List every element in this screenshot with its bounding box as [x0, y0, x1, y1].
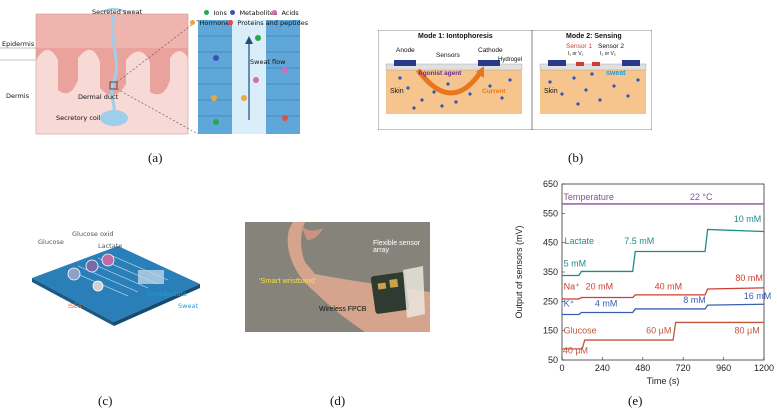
skin-label-2: Skin [544, 88, 558, 95]
series-name-4: K⁺ [564, 299, 575, 309]
legend-metabolites: Metabolites [230, 2, 277, 20]
sensor1-label: Sensor 1 [566, 43, 593, 50]
dermis-label: Dermis [6, 92, 30, 100]
data-label-4-0: 40 µM [563, 346, 588, 356]
dermal-duct-label: Dermal duct [78, 93, 119, 101]
ions-dot-icon [204, 10, 209, 15]
y-tick-label: 650 [543, 179, 558, 189]
data-label-2-0: 20 mM [586, 282, 614, 292]
glucose-ox-label-c: Glucose oxid [72, 230, 114, 238]
x-tick-label: 960 [716, 363, 731, 373]
hormones-dot-icon [190, 20, 195, 25]
x-tick-label: 240 [595, 363, 610, 373]
panel-c-illustration [32, 246, 200, 326]
proteins-dot-icon [228, 20, 233, 25]
caption-a: (a) [148, 150, 163, 165]
secreted-sweat-label: Secreted sweat [92, 8, 143, 16]
caption-e: (e) [628, 393, 643, 408]
legend-acids: Acids [272, 2, 299, 20]
data-label-4-2: 80 µM [735, 326, 760, 336]
series-line-2 [562, 287, 765, 300]
glucose-label-c: Glucose [38, 238, 64, 246]
x-tick-label: 0 [559, 363, 564, 373]
caption-c: (c) [98, 393, 113, 408]
sweat-label-b: sweat [606, 70, 626, 77]
wrist-photo [245, 222, 430, 332]
metabolites-dot-icon [230, 10, 235, 15]
legend-ions-label: Ions [213, 9, 227, 17]
mode2-title: Mode 2: Sensing [566, 33, 622, 40]
series-name-1: 22 °C [690, 192, 713, 202]
y-tick-label: 50 [548, 355, 558, 365]
secretory-coil-label: Secretory coil [56, 114, 101, 122]
sweat-flow-label: Sweat flow [250, 58, 286, 66]
epidermis-label: Epidermis [2, 40, 35, 48]
x-tick-label: 480 [635, 363, 650, 373]
y-axis-label: Output of sensors (mV) [514, 225, 524, 318]
series-name-3: Na⁺ [564, 282, 581, 292]
data-label-4-1: 60 µM [646, 326, 671, 336]
data-label-3-2: 16 mM [744, 291, 772, 301]
acids-dot-icon [272, 10, 277, 15]
panel-a: Ions Metabolites Acids Hormones Proteins… [0, 0, 320, 140]
data-label-3-0: 4 mM [595, 299, 618, 309]
sensor2-label: Sensor 2 [598, 43, 625, 50]
i2-label: I₂ or V₂ [600, 51, 616, 57]
lactate-label-c: Lactate [98, 242, 123, 250]
i1-label: I₁ or V₁ [568, 51, 584, 57]
data-label-1-2: 10 mM [734, 214, 762, 224]
current-label: Current [482, 88, 506, 95]
mode1-title: Mode 1: Iontophoresis [418, 33, 493, 40]
caption-d: (d) [330, 393, 346, 408]
panel-b-illustration [377, 29, 653, 131]
y-tick-label: 350 [543, 267, 558, 277]
y-tick-label: 150 [543, 326, 558, 336]
sensors-label: Sensors [436, 52, 460, 59]
x-axis-label: Time (s) [647, 376, 680, 386]
y-tick-label: 550 [543, 208, 558, 218]
data-label-2-1: 40 mM [655, 282, 683, 292]
panel-b: Mode 1: Iontophoresis Mode 2: Sensing An… [377, 29, 653, 131]
legend-acids-label: Acids [281, 9, 299, 17]
temperature-label-c: Temperature [146, 290, 188, 298]
cathode-label: Cathode [478, 47, 503, 54]
sweat-label-c: Sweat [178, 302, 198, 310]
series-line-4 [562, 321, 764, 350]
panel-c: Glucose Glucose oxid Lactate ISEs Temper… [28, 218, 204, 328]
fpcb-label: Wireless FPCB [319, 306, 367, 313]
x-tick-label: 1200 [754, 363, 774, 373]
y-tick-label: 250 [543, 296, 558, 306]
ises-label-c: ISEs [68, 302, 82, 310]
legend-proteins: Proteins and peptides [228, 12, 308, 30]
skin-label-1: Skin [390, 88, 404, 95]
data-label-1-0: 5 mM [564, 259, 587, 269]
panel-d: Flexible sensor array 'Smart wristband' … [245, 222, 430, 332]
y-tick-label: 450 [543, 238, 558, 248]
legend-metabolites-label: Metabolites [239, 9, 278, 17]
hydrogel-label: Hydrogel [498, 57, 523, 63]
data-label-3-1: 8 mM [683, 295, 706, 305]
series-line-1 [562, 228, 765, 277]
panel-a-illustration [0, 8, 300, 135]
series-line-3 [562, 303, 765, 316]
series-name-0: Temperature [563, 192, 614, 202]
anode-label: Anode [396, 47, 415, 54]
series-name-5: Glucose [564, 326, 597, 336]
legend-hormones-label: Hormones [199, 19, 233, 27]
data-label-1-1: 7.5 mM [624, 236, 654, 246]
agonist-label: Agonist agent [418, 70, 462, 77]
smart-wristband-label: 'Smart wristband' [259, 276, 317, 285]
caption-b: (b) [568, 150, 584, 165]
flexible-sensor-label: Flexible sensor array [373, 240, 421, 254]
x-tick-label: 720 [676, 363, 691, 373]
legend-ions: Ions [204, 2, 227, 20]
legend-hormones: Hormones [190, 12, 233, 30]
legend-proteins-label: Proteins and peptides [237, 19, 309, 27]
data-label-2-2: 80 mM [735, 273, 763, 283]
sensor-output-chart: 50 150 250 350 450 550 650 0 240 480 720 960 1200Tim… [514, 179, 774, 386]
series-name-2: Lactate [565, 236, 595, 246]
